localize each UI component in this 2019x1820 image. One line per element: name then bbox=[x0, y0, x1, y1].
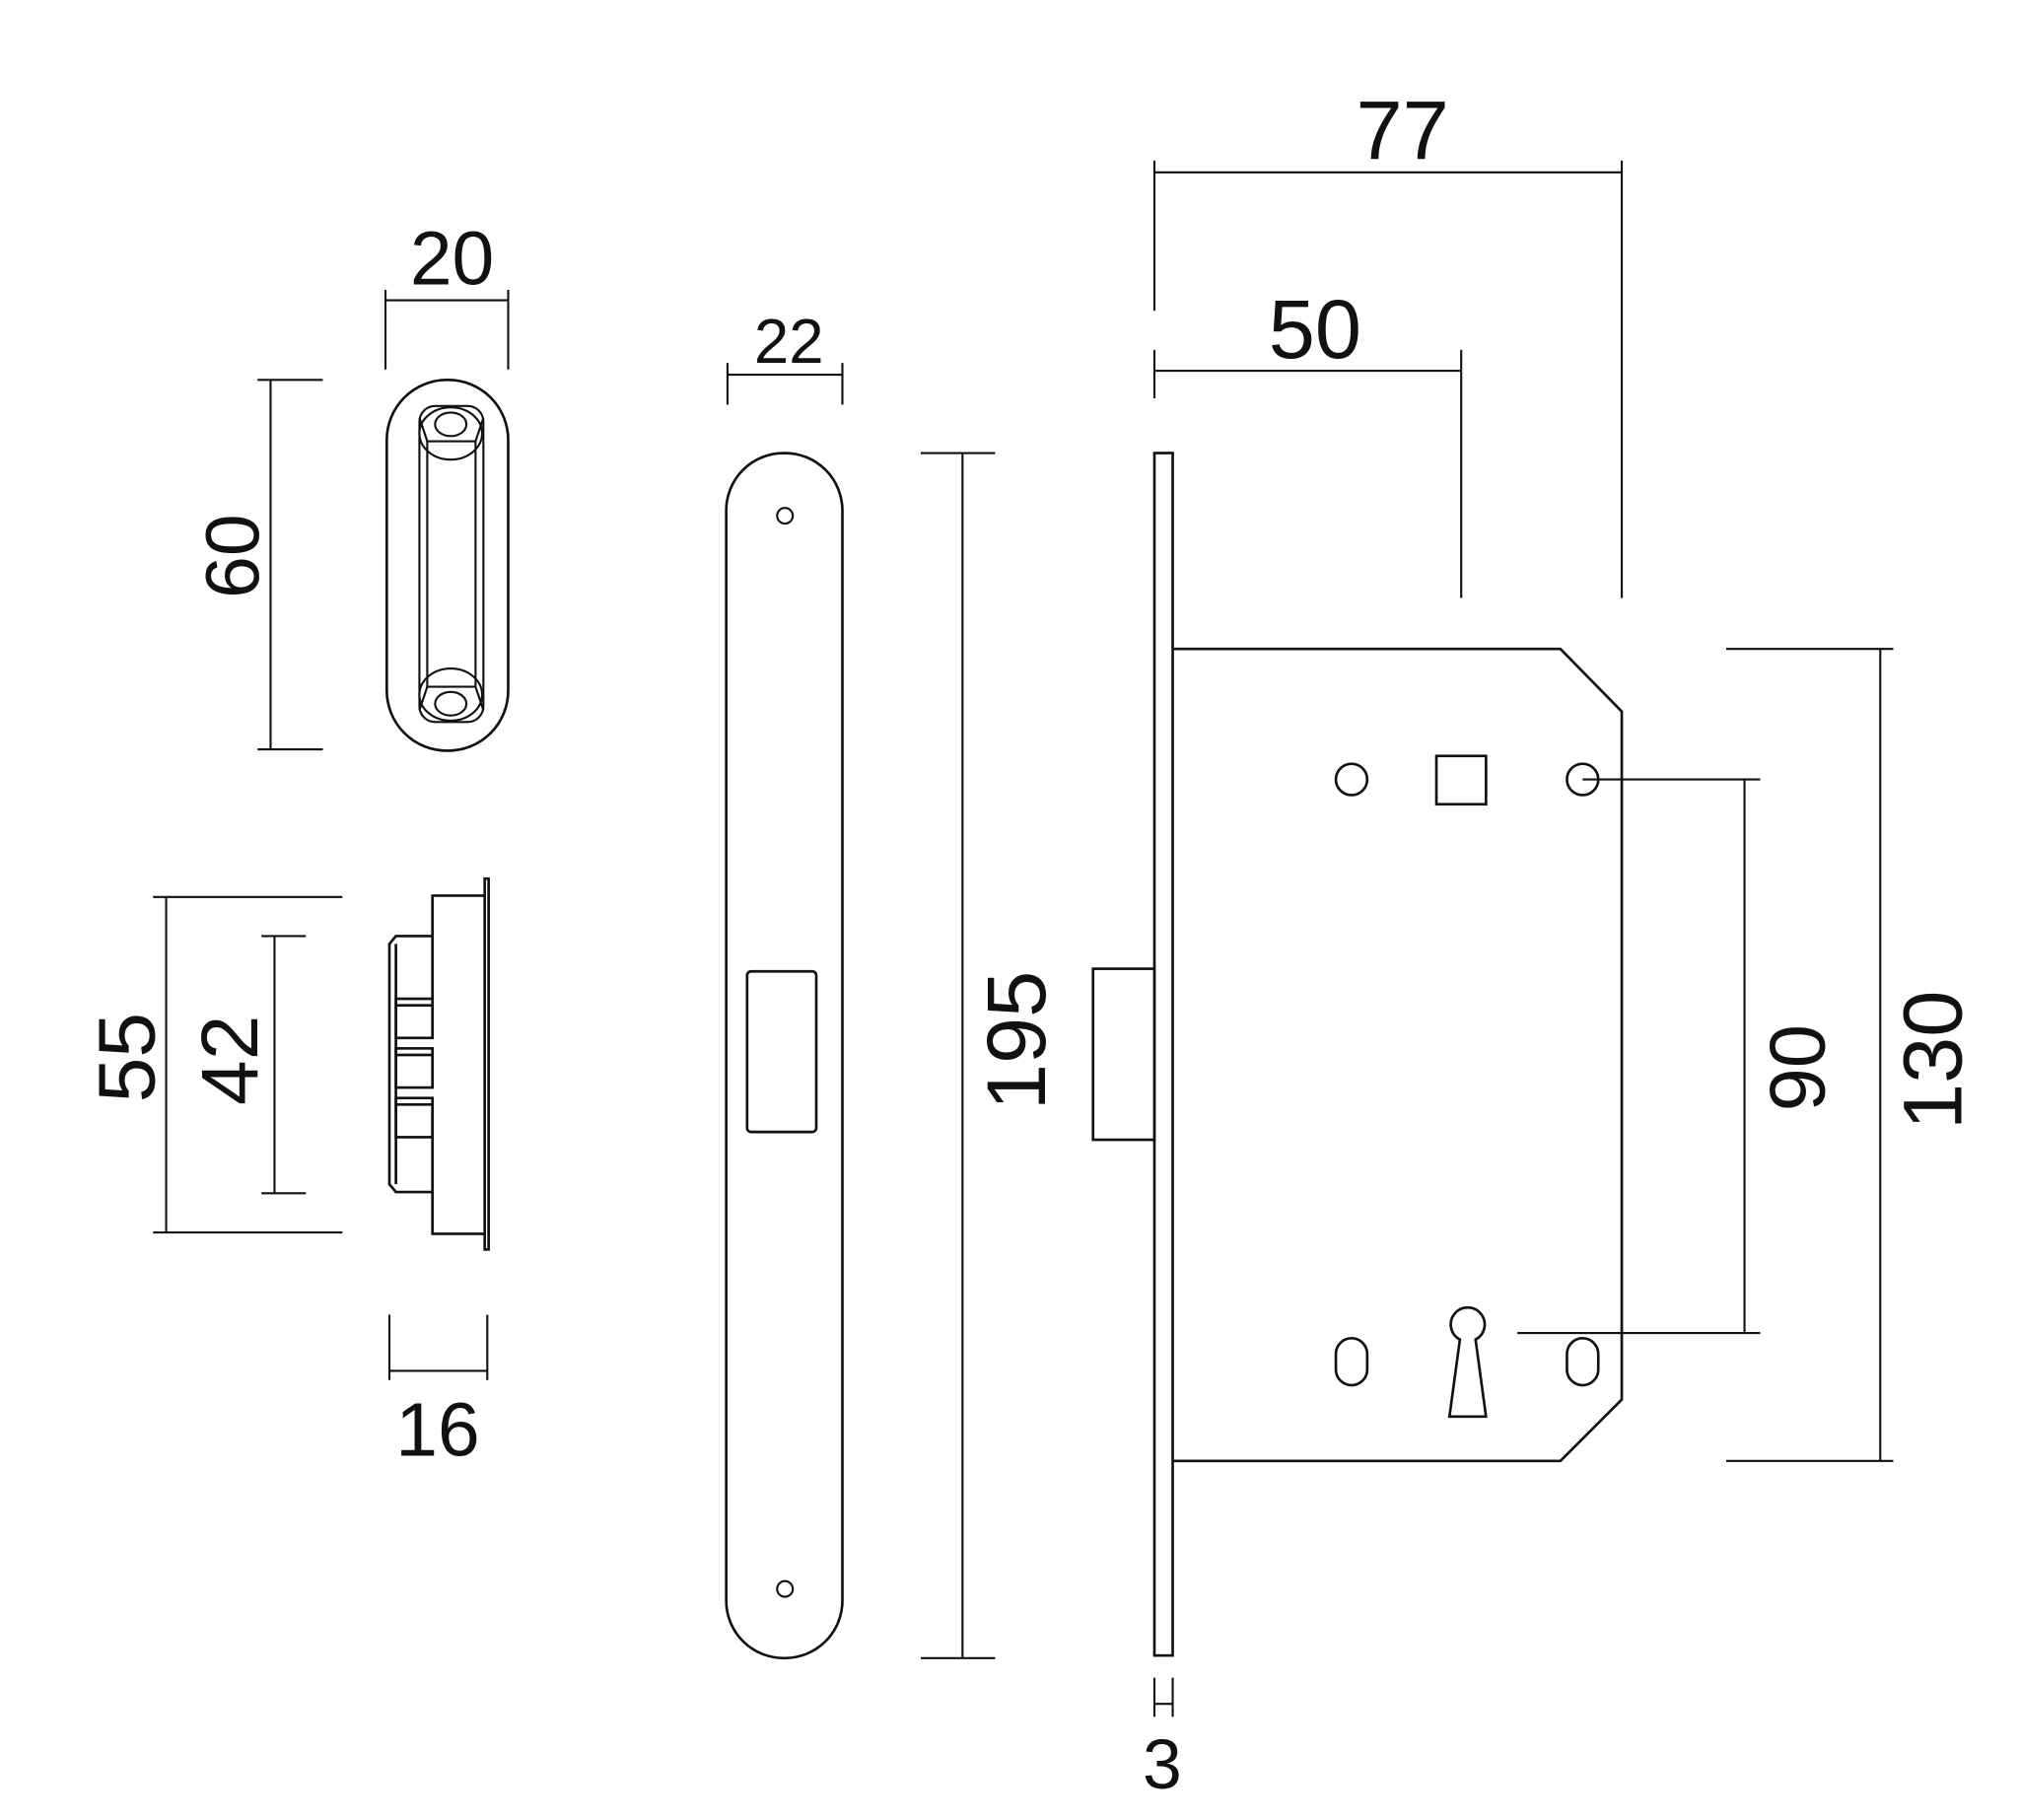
svg-text:22: 22 bbox=[754, 307, 824, 377]
dimension-strike-height: 195 bbox=[920, 452, 1063, 1659]
svg-text:90: 90 bbox=[1753, 1024, 1841, 1111]
dimension-magnet-height: 60 bbox=[191, 379, 323, 751]
svg-text:77: 77 bbox=[1356, 84, 1448, 177]
dimension-side-inner-height: 42 bbox=[185, 935, 307, 1195]
strike-plate bbox=[725, 452, 844, 1660]
dimension-strike-width: 22 bbox=[726, 307, 844, 405]
dimension-centre-distance: 90 bbox=[1517, 778, 1841, 1335]
dimension-side-depth: 16 bbox=[387, 1314, 489, 1473]
dimension-lock-depth: 77 bbox=[1152, 84, 1624, 598]
svg-text:16: 16 bbox=[395, 1388, 479, 1473]
dimension-magnet-width: 20 bbox=[383, 217, 510, 370]
svg-text:130: 130 bbox=[1885, 991, 1979, 1130]
dimension-faceplate-thickness: 3 bbox=[1143, 1677, 1182, 1804]
svg-text:20: 20 bbox=[410, 217, 494, 302]
svg-text:50: 50 bbox=[1269, 282, 1361, 376]
svg-text:195: 195 bbox=[969, 971, 1063, 1110]
svg-text:55: 55 bbox=[83, 1013, 173, 1102]
lock-body bbox=[1091, 452, 1624, 1657]
dimension-side-outer-height: 55 bbox=[83, 895, 343, 1234]
dimension-backset: 50 bbox=[1152, 282, 1463, 598]
svg-text:3: 3 bbox=[1143, 1725, 1182, 1804]
magnet-side-view bbox=[387, 876, 490, 1251]
svg-text:60: 60 bbox=[191, 514, 276, 597]
keyhole-icon bbox=[1447, 1305, 1488, 1419]
svg-text:42: 42 bbox=[185, 1015, 275, 1105]
dimension-body-height: 130 bbox=[1726, 648, 1979, 1462]
magnet-front-view bbox=[385, 379, 510, 752]
